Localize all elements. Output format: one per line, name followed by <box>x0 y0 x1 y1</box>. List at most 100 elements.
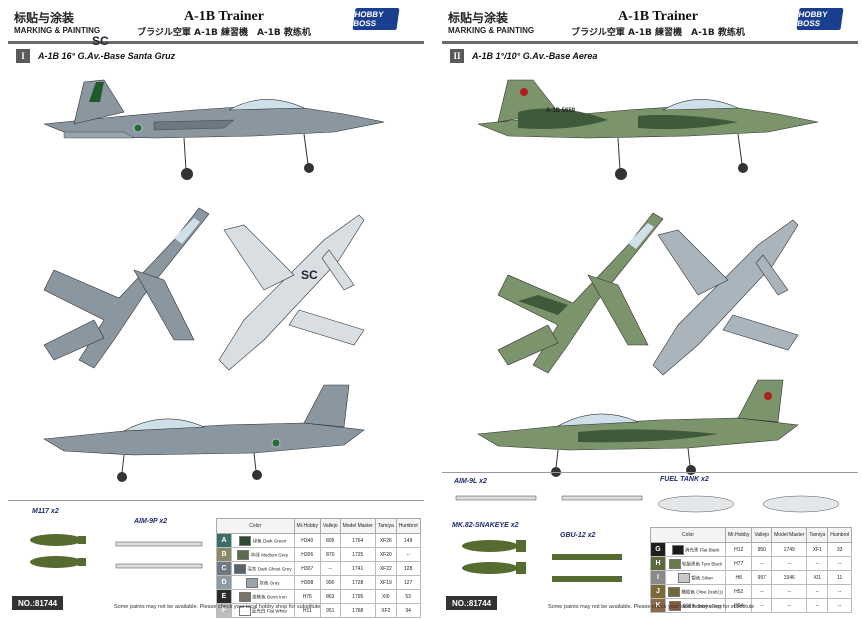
page-header: 标贴与涂装 MARKING & PAINTING A-1B Trainer ブラ… <box>438 0 862 40</box>
vallejo-code: 951 <box>319 603 341 618</box>
color-swatch <box>668 586 680 597</box>
modelmaster-code: 1728 <box>339 575 376 590</box>
color-letter: B <box>216 547 232 562</box>
aircraft-side-view-bottom <box>43 384 365 482</box>
tamiya-code: -- <box>806 598 829 613</box>
modelmaster-code: -- <box>771 584 808 599</box>
color-name-en: Burnt Iron <box>267 593 287 599</box>
hobbyboss-logo: HOBBY BOSS <box>352 8 400 30</box>
modelmaster-code: 1546 <box>771 570 808 585</box>
color-letter: A <box>216 533 232 548</box>
humbrol-code: 53 <box>395 589 421 604</box>
aircraft-side-view-bottom <box>477 379 799 477</box>
section-title: A-1B 1°/10° G.Av.-Base Aerea <box>472 51 598 61</box>
color-name-cn: 消光黑 <box>684 546 699 552</box>
gbu12-label: GBU-12 x2 <box>560 532 596 539</box>
color-letter: G <box>650 542 666 557</box>
modelmaster-code: 1725 <box>339 547 376 562</box>
tail-code-label: A-1B 5659 <box>546 108 576 114</box>
header-chinese: 标贴与涂装 <box>14 11 75 25</box>
mrhobby-code: H8 <box>725 570 753 585</box>
aircraft-side-view-top <box>477 79 819 180</box>
color-swatch <box>668 558 681 569</box>
color-name-en: Tyre Black <box>701 560 723 566</box>
color-name-cn: 银色 <box>691 574 701 580</box>
color-name-cn: 轮胎黑色 <box>682 560 701 566</box>
tamiya-code: -- <box>806 584 829 599</box>
color-name-cell: 中绿 Medium Grey <box>231 547 295 562</box>
header-english: MARKING & PAINTING <box>14 26 101 35</box>
vallejo-code: -- <box>751 584 773 599</box>
color-name-en: Medium Grey <box>261 551 289 557</box>
vallejo-code: 870 <box>319 547 341 562</box>
color-name-en: Grey <box>269 579 280 585</box>
color-swatch <box>239 535 252 546</box>
mrhobby-code: H77 <box>725 556 753 571</box>
col-header-tamiya: Tamiya <box>374 518 397 534</box>
tamiya-code: XF2 <box>374 603 397 618</box>
section-number-badge: II <box>450 49 464 63</box>
color-letter: E <box>216 589 232 604</box>
aircraft-bottom-view <box>652 219 799 376</box>
color-letter: I <box>650 570 666 585</box>
page-title: A-1B Trainer <box>184 9 264 24</box>
mrhobby-code: H340 <box>293 533 321 548</box>
modelmaster-code: 1749 <box>771 542 808 557</box>
color-row: J 橄榄色 Olive Drab(1)H52-------- <box>650 584 853 599</box>
color-name-en: Dark Ghost Grey <box>257 565 292 571</box>
weapons-separator <box>442 472 858 473</box>
color-letter: D <box>216 575 232 590</box>
humbrol-code: 149 <box>395 533 421 548</box>
vallejo-code: -- <box>319 561 341 576</box>
color-swatch <box>668 600 681 611</box>
modelmaster-code: 1764 <box>339 533 376 548</box>
aircraft-top-view <box>43 207 210 369</box>
col-header-humbrol: Humbrol <box>395 518 421 534</box>
mk82-bombs <box>462 540 526 574</box>
col-header-modelmaster: Model Master <box>339 518 376 534</box>
vallejo-code: 990 <box>319 575 341 590</box>
col-header-vallejo: Vallejo <box>319 518 341 534</box>
color-name-cell: 银色 Silver <box>664 570 727 585</box>
color-name-cn: 橄榄色 <box>681 588 695 594</box>
col-header-vallejo: Vallejo <box>751 527 773 543</box>
mrhobby-code: H306 <box>293 547 321 562</box>
color-swatch <box>671 544 684 555</box>
vallejo-code: -- <box>751 598 773 613</box>
color-name-cn: 烧铁色 <box>252 593 266 599</box>
aircraft-side-view-top <box>43 79 385 180</box>
gbu12-bombs <box>552 554 622 582</box>
page-subtitle: ブラジル空軍 A-1B 練習機 A-1B 教练机 <box>137 28 311 38</box>
vallejo-code: 997 <box>751 570 773 585</box>
page-subtitle: ブラジル空軍 A-1B 練習機 A-1B 教练机 <box>571 28 745 38</box>
humbrol-code: -- <box>827 598 853 613</box>
color-letter: F <box>216 603 232 618</box>
header-rule <box>442 41 858 44</box>
aim9l-label: AIM-9L x2 <box>454 478 487 485</box>
col-header-mrhobby: Mr.Hobby <box>725 527 753 543</box>
color-name-en: Dark Green <box>263 537 287 543</box>
mrhobby-code: H12 <box>725 542 753 557</box>
color-table: Color Mr.Hobby Vallejo Model Master Tami… <box>216 518 421 618</box>
humbrol-code: 33 <box>827 542 853 557</box>
humbrol-code: 127 <box>395 575 421 590</box>
tamiya-code: XF1 <box>806 542 829 557</box>
header-english: MARKING & PAINTING <box>448 26 535 35</box>
aircraft-top-view <box>497 212 664 374</box>
vallejo-code: 863 <box>319 589 341 604</box>
modelmaster-code: 1768 <box>339 603 376 618</box>
vallejo-code: -- <box>751 556 773 571</box>
color-name-cell: 灰色 Grey <box>231 575 295 590</box>
color-name-cell: 烟褐色 Smoke Grey <box>664 598 727 613</box>
right-instruction-page: 标贴与涂装 MARKING & PAINTING A-1B Trainer ブラ… <box>438 0 862 619</box>
color-name-en: Flat Black <box>699 546 720 552</box>
tamiya-code: XF26 <box>374 533 397 548</box>
mrhobby-code: H11 <box>293 603 321 618</box>
color-letter: C <box>216 561 232 576</box>
header-chinese: 标贴与涂装 <box>448 11 509 25</box>
humbrol-code: -- <box>395 547 421 562</box>
